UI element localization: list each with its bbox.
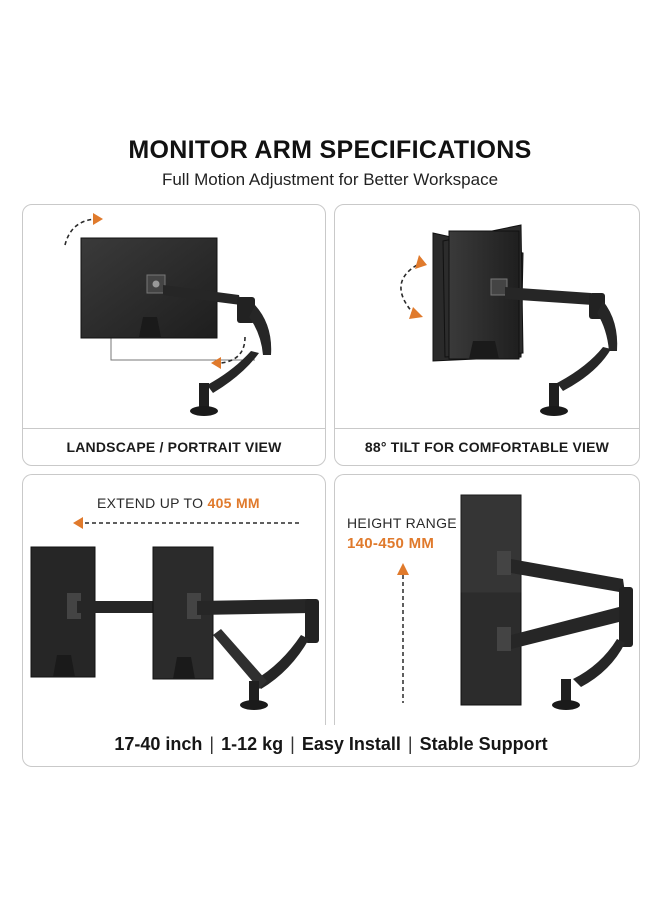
height-panel: HEIGHT RANGE 140-450 MM (334, 474, 640, 725)
landscape-portrait-panel: LANDSCAPE / PORTRAIT VIEW (22, 204, 326, 466)
spec-separator: | (290, 733, 295, 754)
height-value: 140-450 MM (347, 535, 435, 552)
extend-illustration (30, 517, 319, 710)
height-illustration (397, 494, 633, 710)
page-subtitle: Full Motion Adjustment for Better Worksp… (161, 170, 499, 189)
extend-label-text: EXTEND UP TO (97, 495, 204, 511)
extend-label: EXTEND UP TO 405 MM (97, 495, 260, 511)
spec-install: Easy Install (301, 733, 401, 754)
landscape-portrait-caption: LANDSCAPE / PORTRAIT VIEW (23, 428, 325, 465)
spec-support: Stable Support (419, 733, 548, 754)
spec-footer: 17-40 inch | 1-12 kg | Easy Install | St… (22, 722, 640, 767)
extend-panel: EXTEND UP TO 405 MM (22, 474, 326, 725)
spec-size: 17-40 inch (114, 733, 203, 754)
landscape-portrait-illustration (64, 213, 272, 416)
spec-weight: 1-12 kg (221, 733, 284, 754)
extend-value: 405 MM (207, 495, 260, 511)
spec-separator: | (209, 733, 215, 754)
page-title: MONITOR ARM SPECIFICATIONS (128, 136, 532, 164)
spec-separator: | (407, 733, 413, 754)
tilt-illustration (400, 224, 618, 416)
tilt-caption: 88° TILT FOR COMFORTABLE VIEW (335, 428, 639, 465)
tilt-panel: 88° TILT FOR COMFORTABLE VIEW (334, 204, 640, 466)
height-label: HEIGHT RANGE (347, 515, 457, 531)
